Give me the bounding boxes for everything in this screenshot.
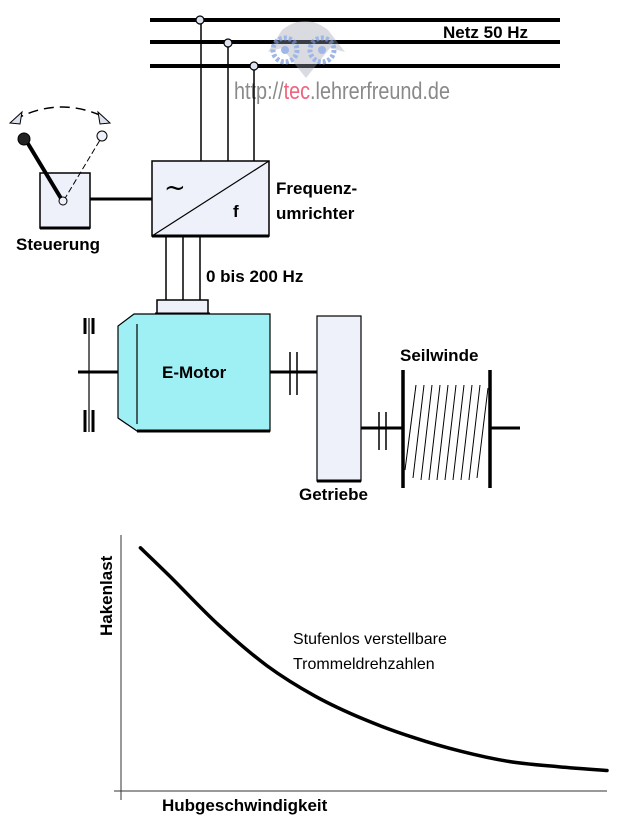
owl-icon [268,21,345,78]
lever-handle[interactable] [25,140,64,202]
grid-taps [200,20,255,162]
coupling-gearbox-winch [361,412,403,450]
watermark-logo [268,21,345,78]
arrow-right-icon [97,110,112,125]
swing-arc [13,106,107,121]
chart-annotation-line2: Trommeldrehzahlen [293,656,435,673]
brake-assembly [78,318,120,432]
converter-label-line2: umrichter [276,204,355,223]
electric-motor: E-Motor [117,299,271,433]
winch-label: Seilwinde [400,346,478,365]
lever-pivot-icon [58,196,68,206]
coupling-motor-gearbox [270,352,318,395]
gearbox: Getriebe [299,315,368,504]
terminal-box [156,299,209,315]
control-label: Steuerung [16,235,100,254]
output-frequency-label: 0 bis 200 Hz [206,267,303,286]
converter-diagonal [151,160,270,237]
gearbox-label: Getriebe [299,485,368,504]
chart-annotation-line1: Stufenlos verstellbare [293,631,447,648]
frequency-converter: ~ f Frequenz- umrichter [151,160,357,238]
gear-hub-icon [318,46,326,54]
power-grid: Netz 50 Hz [150,18,560,68]
gear-hub-icon [281,46,289,54]
motor-label: E-Motor [162,363,227,382]
arrow-left-icon [8,110,23,125]
grid-label: Netz 50 Hz [443,23,528,42]
gearbox-body [316,315,362,482]
motor-feed-lines [165,236,201,300]
y-axis-label: Hakenlast [97,555,116,636]
tap-node [249,61,259,71]
watermark-text: http://tec.lehrerfreund.de [234,78,450,105]
frequency-symbol: f [233,202,239,221]
lever-alt-knob-icon [96,130,108,142]
lever-knob-icon[interactable] [17,132,31,146]
lever-alt-position [63,139,101,201]
control-unit[interactable]: Steuerung [8,106,112,254]
load-speed-chart: Hakenlast Hubgeschwindigkeit Stufenlos v… [97,535,609,815]
cable-winch: Seilwinde [400,346,520,488]
gear-icon [307,35,337,65]
converter-label-line1: Frequenz- [276,179,357,198]
x-axis-label: Hubgeschwindigkeit [162,796,328,815]
series-line-hakenlast [138,546,609,773]
tap-node [223,38,233,48]
ac-symbol-icon: ~ [164,173,186,203]
gear-icon [270,35,300,65]
tap-node [195,15,205,25]
rope-windings [404,384,489,481]
